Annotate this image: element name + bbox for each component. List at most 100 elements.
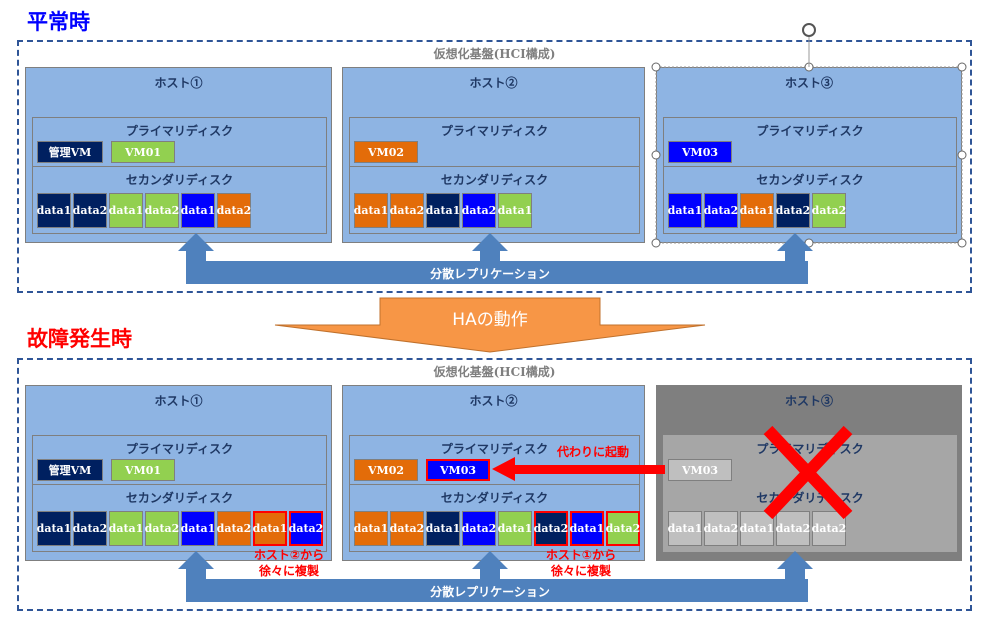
primary-disk-label: プライマリディスク (440, 442, 549, 456)
secondary-disk-label: セカンダリディスク (440, 491, 549, 505)
ha-arrow (274, 297, 706, 353)
data-block: data1 (426, 511, 460, 546)
note-line: 徐々に複製 (550, 564, 611, 578)
platform-label: 仮想化基盤(HCI構成) (433, 47, 556, 61)
primary-disk-label: プライマリディスク (440, 124, 549, 138)
data-block: data2 (145, 511, 179, 546)
data-block: data2 (534, 511, 568, 546)
host-name: ホスト① (154, 76, 203, 90)
vm-block: VM02 (354, 459, 418, 481)
note-line: ホスト①から (545, 548, 617, 562)
replication-bar (186, 579, 808, 602)
failover-arrow-head (492, 457, 515, 481)
secondary-disk-label: セカンダリディスク (440, 173, 549, 187)
primary-disk: プライマリディスク VM03 (663, 117, 957, 167)
data-block: data1 (181, 511, 215, 546)
data-block: data2 (73, 511, 107, 546)
resize-handle (651, 238, 661, 248)
resize-handle (957, 150, 967, 160)
resize-handle (651, 62, 661, 72)
data-block: data2 (776, 511, 810, 546)
selection-box (655, 66, 963, 244)
data-block: data2 (145, 193, 179, 228)
up-arrow (777, 233, 813, 261)
vm-block: VM03 (668, 141, 732, 163)
data-block: data2 (704, 193, 738, 228)
host-name: ホスト③ (784, 394, 833, 408)
primary-disk-label: プライマリディスク (756, 124, 864, 138)
replication-note: ホスト②から徐々に複製 (244, 547, 334, 579)
note-line: 徐々に複製 (258, 564, 319, 578)
platform-label: 仮想化基盤(HCI構成) (433, 365, 556, 379)
data-block: data1 (668, 511, 702, 546)
data-block: data2 (390, 193, 424, 228)
data-block: data1 (740, 511, 774, 546)
secondary-disk-label: セカンダリディスク (125, 173, 234, 187)
vm-block: VM03 (426, 459, 490, 481)
failover-note: 代わりに起動 (556, 445, 629, 459)
up-arrow (472, 233, 508, 261)
data-block: data1 (354, 511, 388, 546)
data-block: data1 (570, 511, 604, 546)
host-name: ホスト② (469, 76, 518, 90)
ha-label: HAの動作 (452, 310, 528, 330)
data-block: data1 (354, 193, 388, 228)
up-arrow (777, 551, 813, 579)
failure-x-icon (763, 425, 853, 520)
data-block: data2 (217, 511, 251, 546)
resize-handle (651, 150, 661, 160)
host-name: ホスト② (469, 394, 518, 408)
replication-label: 分散レプリケーション (430, 267, 550, 281)
data-block: data1 (253, 511, 287, 546)
secondary-disk-label: セカンダリディスク (125, 491, 234, 505)
vm-block: VM03 (668, 459, 732, 481)
vm-block: VM02 (354, 141, 418, 163)
data-block: data2 (73, 193, 107, 228)
data-block: data1 (37, 193, 71, 228)
data-block: data2 (812, 193, 846, 228)
up-arrow (472, 551, 508, 579)
data-block: data2 (462, 511, 496, 546)
data-block: data1 (181, 193, 215, 228)
section-title: 故障発生時 (27, 327, 132, 351)
data-block: data1 (740, 193, 774, 228)
data-block: data1 (109, 511, 143, 546)
vm-block: 管理VM (37, 141, 103, 163)
data-block: data2 (812, 511, 846, 546)
data-block: data1 (498, 193, 532, 228)
data-block: data2 (462, 193, 496, 228)
rotate-handle-icon (802, 23, 816, 37)
vm-block: 管理VM (37, 459, 103, 481)
up-arrow (178, 233, 214, 261)
data-block: data1 (668, 193, 702, 228)
primary-disk-label: プライマリディスク (125, 442, 234, 456)
resize-handle (957, 62, 967, 72)
section-title: 平常時 (27, 10, 90, 34)
secondary-disk-label: セカンダリディスク (756, 173, 864, 187)
data-block: data2 (606, 511, 640, 546)
data-block: data1 (426, 193, 460, 228)
replication-label: 分散レプリケーション (430, 585, 550, 599)
data-block: data1 (498, 511, 532, 546)
platform-frame: 仮想化基盤(HCI構成) (17, 358, 972, 611)
note-line: ホスト②から (253, 548, 325, 562)
data-block: data2 (704, 511, 738, 546)
primary-disk-label: プライマリディスク (125, 124, 234, 138)
data-block: data1 (37, 511, 71, 546)
data-block: data2 (776, 193, 810, 228)
data-block: data2 (390, 511, 424, 546)
host-name: ホスト③ (784, 76, 833, 90)
data-block: data2 (217, 193, 251, 228)
data-block: data2 (289, 511, 323, 546)
